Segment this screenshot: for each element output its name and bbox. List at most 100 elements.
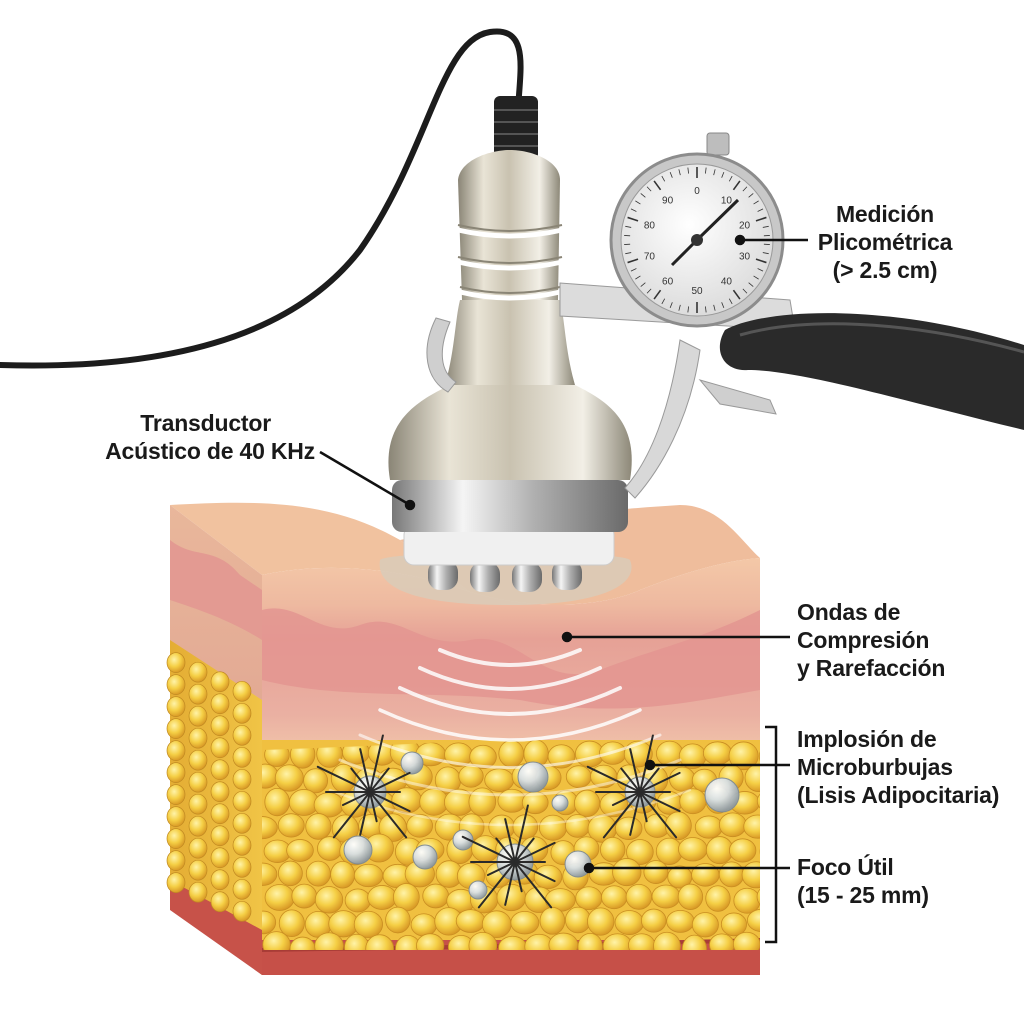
fat-cell <box>305 860 331 887</box>
fat-cell <box>484 768 515 792</box>
fat-cell <box>188 705 208 727</box>
fat-cell <box>262 931 291 950</box>
fat-cell <box>210 693 230 715</box>
microbubble <box>551 794 569 812</box>
fat-cell <box>741 861 760 889</box>
fat-cell <box>262 910 277 935</box>
fat-cell <box>677 883 704 910</box>
fat-cell <box>691 912 719 938</box>
fat-cell <box>455 909 486 933</box>
microbubble <box>517 761 549 793</box>
fat-cell <box>410 913 438 937</box>
fat-cell <box>365 934 394 950</box>
fat-cell <box>406 813 434 838</box>
microbubble <box>452 829 474 851</box>
fat-cell <box>210 759 230 781</box>
fat-cell <box>166 674 186 695</box>
label-waves-line2: Compresión <box>797 627 930 653</box>
fat-cell <box>210 825 230 847</box>
fat-cell <box>458 764 484 788</box>
fat-cell <box>756 883 760 910</box>
fat-cell <box>188 771 208 793</box>
fat-cell <box>188 793 208 815</box>
microbubble <box>468 880 488 900</box>
fat-cell <box>612 858 642 887</box>
fat-cell <box>422 883 450 909</box>
fat-cell <box>718 812 747 838</box>
fat-cell <box>166 828 186 849</box>
fat-cell <box>641 908 667 933</box>
label-measurement: Medición Plicométrica (> 2.5 cm) <box>810 200 960 284</box>
fat-cell <box>565 906 592 934</box>
fat-cell <box>330 860 356 889</box>
fat-cell <box>653 931 681 950</box>
leader-lines <box>319 234 808 944</box>
gauge-number: 70 <box>644 251 656 262</box>
fat-cell <box>210 847 230 869</box>
fat-cell <box>575 886 603 911</box>
fat-cell <box>574 789 601 817</box>
fat-cell <box>643 860 669 884</box>
transducer-applicator <box>379 150 632 605</box>
microbubble <box>704 777 740 813</box>
fat-cell <box>314 932 344 950</box>
fat-cell <box>733 887 760 914</box>
microbubble <box>343 835 373 865</box>
label-implosion-line3: (Lisis Adipocitaria) <box>797 782 1000 808</box>
fat-cell <box>656 740 684 767</box>
fat-cell <box>232 878 252 900</box>
fat-cell <box>166 872 186 893</box>
label-focus: Foco Útil (15 - 25 mm) <box>797 853 997 909</box>
label-focus-line1: Foco Útil <box>797 854 894 880</box>
gauge-number: 40 <box>721 276 733 287</box>
fat-cell <box>166 718 186 739</box>
implosion-burst <box>316 734 411 839</box>
fat-cell <box>166 784 186 805</box>
fat-cell <box>188 727 208 749</box>
label-transducer-line2: Acústico de 40 KHz <box>105 438 315 464</box>
label-waves-line1: Ondas de <box>797 599 901 625</box>
fat-cell <box>385 906 411 934</box>
fat-cell <box>625 883 653 910</box>
label-measurement-line3: (> 2.5 cm) <box>832 257 938 283</box>
fat-cell <box>232 724 252 746</box>
fat-cell <box>188 683 208 705</box>
fat-cell <box>761 936 786 960</box>
label-implosion-line2: Microburbujas <box>797 754 953 780</box>
label-implosion: Implosión de Microburbujas (Lisis Adipoc… <box>797 725 1019 809</box>
fat-cell <box>232 790 252 812</box>
fat-cell <box>264 884 295 911</box>
fat-cell <box>210 737 230 759</box>
fat-cell <box>188 661 208 683</box>
fat-cell <box>210 891 230 913</box>
fat-cell <box>232 680 252 702</box>
adipocytes-side <box>166 652 252 922</box>
gauge-number: 20 <box>739 221 751 232</box>
fat-cell <box>718 861 745 888</box>
fat-cell <box>188 815 208 837</box>
gauge-tick-marks <box>624 167 770 313</box>
fat-cell <box>262 862 278 886</box>
implosion-burst <box>586 734 681 839</box>
gauge-number: 90 <box>662 196 674 207</box>
fat-cell <box>743 814 760 839</box>
power-cable <box>0 28 524 369</box>
fat-cell <box>469 744 497 770</box>
fat-cell <box>681 934 707 950</box>
fat-cell <box>744 763 760 793</box>
fat-cell <box>166 806 186 827</box>
fat-cell <box>758 742 760 770</box>
fat-cell <box>587 907 615 936</box>
fat-cell <box>664 811 692 841</box>
fat-cell <box>286 839 314 862</box>
fat-cell <box>305 813 332 840</box>
fat-cell <box>274 764 304 792</box>
fat-cell <box>166 652 186 673</box>
fat-cell <box>669 766 696 792</box>
fat-cell <box>210 671 230 693</box>
fat-cell <box>303 768 329 794</box>
fat-cell <box>367 885 397 910</box>
fat-cell <box>210 869 230 891</box>
fat-cell <box>317 836 343 861</box>
